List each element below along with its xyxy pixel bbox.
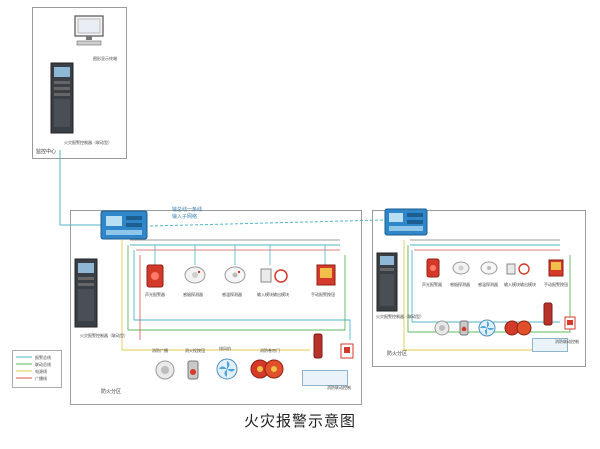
- zone1-fan-icon: [216, 358, 238, 380]
- legend-item-4: 广播线: [35, 376, 47, 381]
- legend-item-3: 电源线: [35, 369, 47, 374]
- monitoring-center-panel: 监控中心: [32, 7, 127, 159]
- zone1-bottom-box: 消防联动控制: [302, 370, 351, 390]
- zone2-controller-icon: [384, 208, 428, 236]
- zone1-hydrant-icon: [313, 333, 323, 359]
- zone2-manual-button-icon: [548, 259, 564, 277]
- monitoring-center-label: 监控中心: [36, 149, 57, 155]
- zone1-bottom-box-label: 消防联动控制: [327, 385, 351, 390]
- legend-item-1: 报警总线: [35, 355, 51, 360]
- zone1-sounder-icon: [146, 264, 164, 288]
- legend-item-2: 联动总线: [35, 362, 51, 367]
- zone2-hydrant-button-icon: [459, 320, 469, 336]
- zone2-heat-detector-icon: [480, 261, 498, 275]
- zone2-sounder-icon: [426, 258, 440, 278]
- zone2-dev2-label: 感烟探测器: [450, 282, 470, 287]
- legend-box: 报警总线 联动总线 电源线 广播线: [12, 350, 62, 388]
- monitor-cabinet-icon: [50, 62, 74, 134]
- zone2-fan-icon: [478, 319, 496, 337]
- zone1-dev1-label: 声光报警器: [145, 292, 165, 297]
- zone2-bottom-box: 消防联动控制: [532, 338, 579, 352]
- zone2-hydrant-icon: [543, 302, 553, 326]
- zone2-pump-icon: [504, 320, 532, 336]
- zone1-cabinet-label: 火灾报警控制器（联动型）: [80, 333, 128, 338]
- zone1-heat-detector-icon: [224, 266, 246, 284]
- zone1-manual-button-icon: [316, 264, 336, 286]
- zone1-dev4-label: 输入模块输出模块: [257, 292, 289, 297]
- zone2-dev5-label: 手动报警按钮: [544, 282, 568, 287]
- bus-label-line2: 输入子网络: [172, 214, 198, 220]
- zone2-smoke-detector-icon: [452, 261, 470, 275]
- zone2-control-box-icon: [564, 316, 576, 330]
- pc-terminal-icon: [74, 15, 104, 46]
- zone2-panel: 防火分区: [372, 210, 586, 367]
- zone1-label: 防火分区: [101, 389, 122, 395]
- zone2-label: 防火分区: [387, 351, 408, 357]
- network-line: [59, 150, 102, 226]
- zone1-control-box-icon: [340, 343, 354, 359]
- zone1-panel: 防火分区: [70, 210, 362, 405]
- monitor-cabinet-label: 火灾报警控制器（联动型）: [64, 140, 112, 145]
- zone1-dev2-label: 感烟探测器: [183, 292, 203, 297]
- zone1-dev8-label: 排风机: [219, 346, 231, 351]
- zone1-dev6-label: 消防广播: [152, 348, 168, 353]
- diagram-caption: 火灾报警示意图: [243, 412, 356, 430]
- zone2-yellow-loop: [403, 240, 560, 351]
- zone1-dev9-label: 消防卷帘门: [260, 348, 280, 353]
- zone1-dev3-label: 感温探测器: [222, 292, 242, 297]
- zone1-green-loop: [127, 245, 346, 331]
- zone1-dev5-label: 手动报警按钮: [311, 292, 335, 297]
- zone2-cabinet-label: 火灾报警控制器（联动型）: [376, 314, 424, 319]
- zone1-hydrant-button-icon: [187, 360, 199, 380]
- zone1-cyan-loop: [133, 250, 351, 340]
- zone2-cabinet-icon: [376, 252, 398, 312]
- zone2-dev4-label: 输入模块输出模块: [504, 282, 536, 287]
- zone1-dev7-label: 消火栓按钮: [185, 348, 205, 353]
- network-link-line: [149, 219, 385, 227]
- zone2-dev3-label: 感温探测器: [478, 282, 498, 287]
- zone2-speaker-icon: [434, 320, 450, 336]
- zone1-speaker-icon: [155, 360, 175, 380]
- zone1-smoke-detector-icon: [184, 266, 206, 284]
- bus-label-line1: 输总线一条线: [172, 207, 203, 213]
- zone1-controller-icon: [100, 210, 148, 240]
- pc-terminal-label: 图形显示终端: [93, 56, 117, 61]
- zone1-io-module-icon: [260, 268, 288, 283]
- zone1-yellow-loop: [121, 240, 310, 351]
- zone1-pump-icon: [250, 359, 284, 379]
- zone2-io-module-icon: [506, 263, 530, 275]
- zone1-cabinet-icon: [74, 258, 98, 328]
- zone2-bottom-box-label: 消防联动控制: [555, 339, 579, 344]
- zone2-dev1-label: 声光报警器: [422, 282, 442, 287]
